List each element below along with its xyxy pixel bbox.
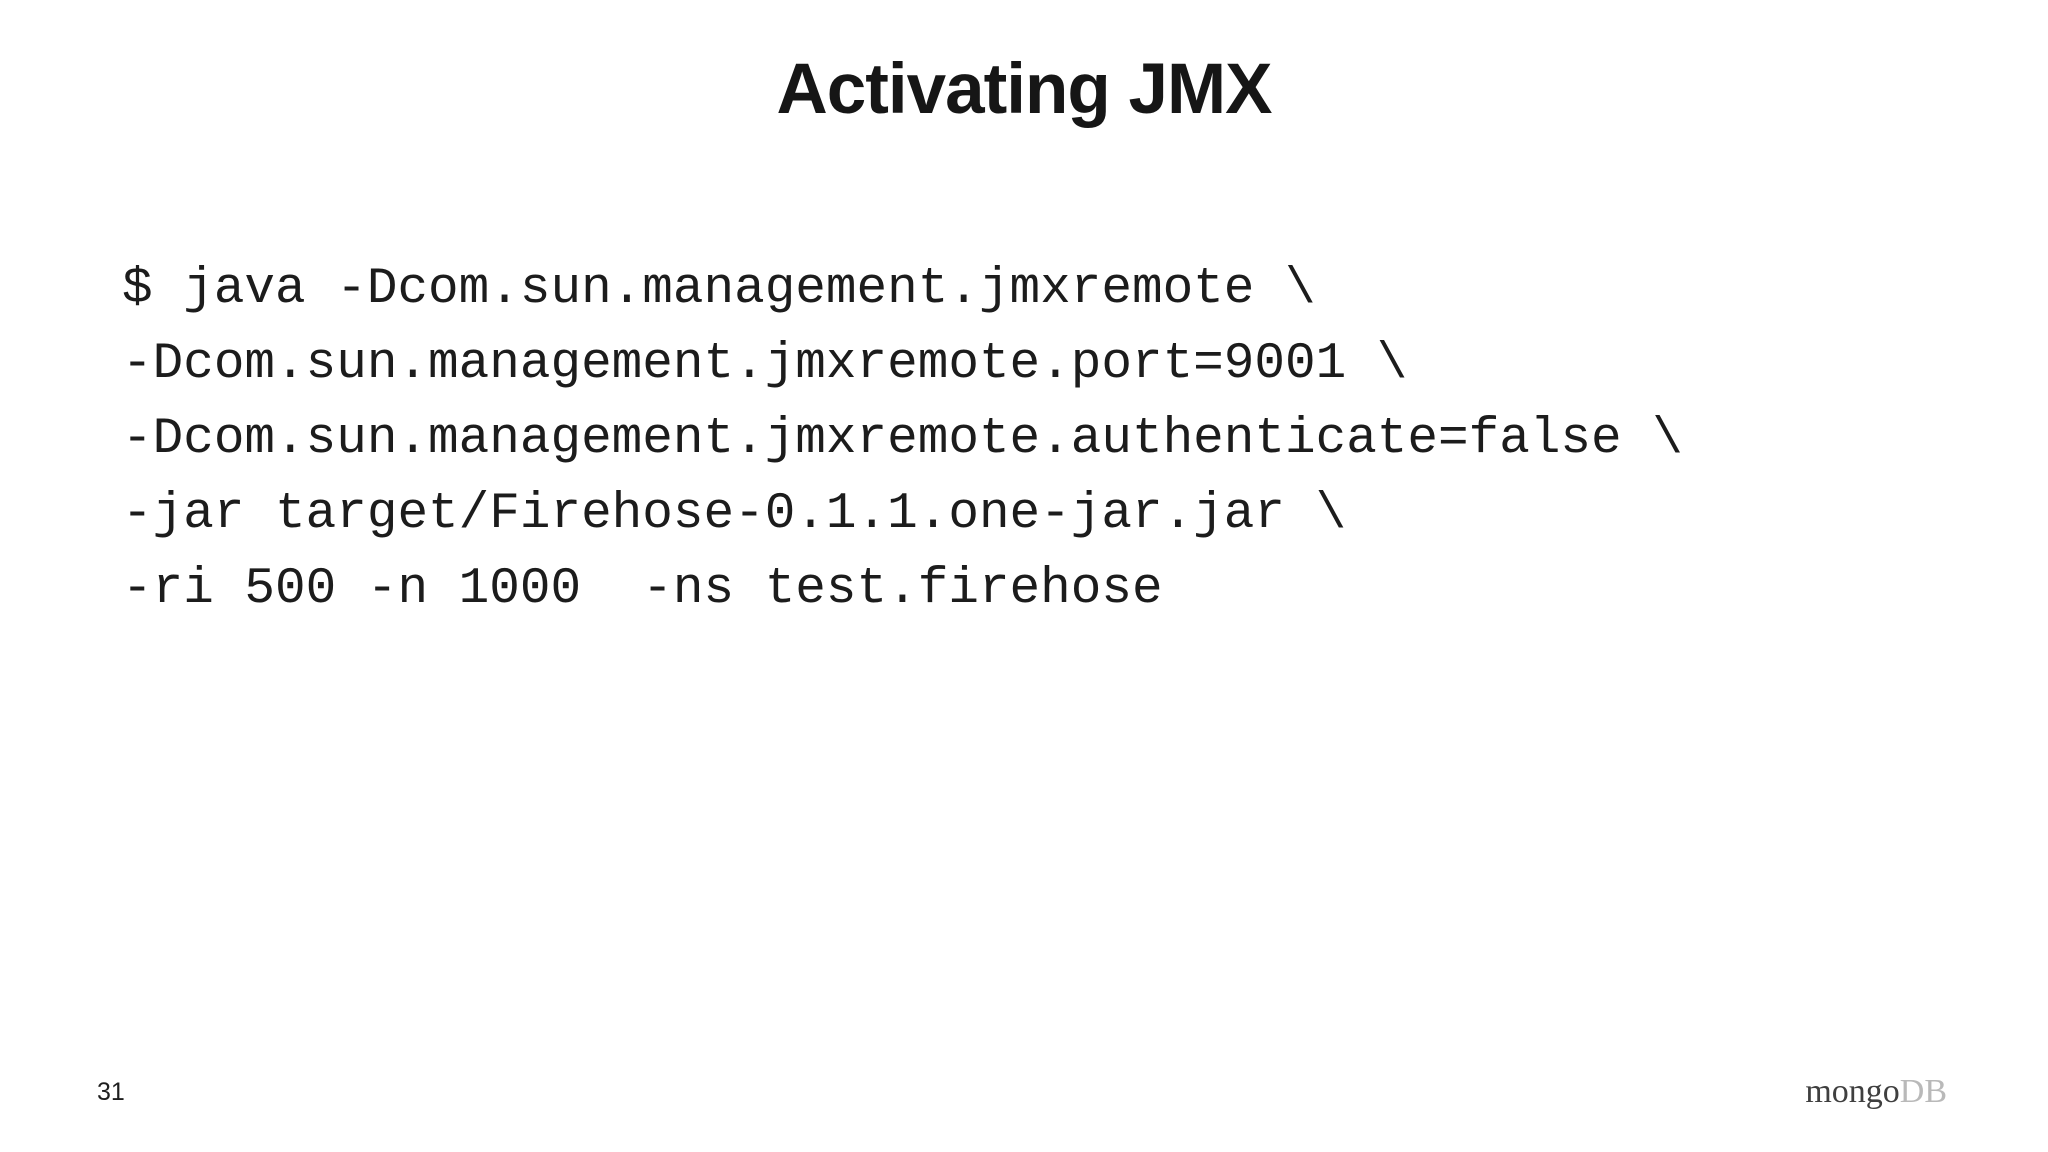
logo-text-db: DB — [1899, 1073, 1947, 1110]
code-line-4: -jar target/Firehose-0.1.1.one-jar.jar \ — [122, 486, 1347, 543]
code-line-1: $ java -Dcom.sun.management.jmxremote \ — [122, 261, 1316, 318]
mongodb-logo: mongoDB — [1805, 1075, 1947, 1109]
code-line-2: -Dcom.sun.management.jmxremote.port=9001… — [122, 336, 1408, 393]
logo-text-mongo: mongo — [1805, 1073, 1900, 1110]
page-number: 31 — [97, 1078, 125, 1106]
slide-title: Activating JMX — [776, 50, 1273, 129]
code-block: $ java -Dcom.sun.management.jmxremote \ … — [122, 252, 1683, 627]
code-line-5: -ri 500 -n 1000 -ns test.firehose — [122, 561, 1163, 618]
code-line-3: -Dcom.sun.management.jmxremote.authentic… — [122, 411, 1683, 468]
